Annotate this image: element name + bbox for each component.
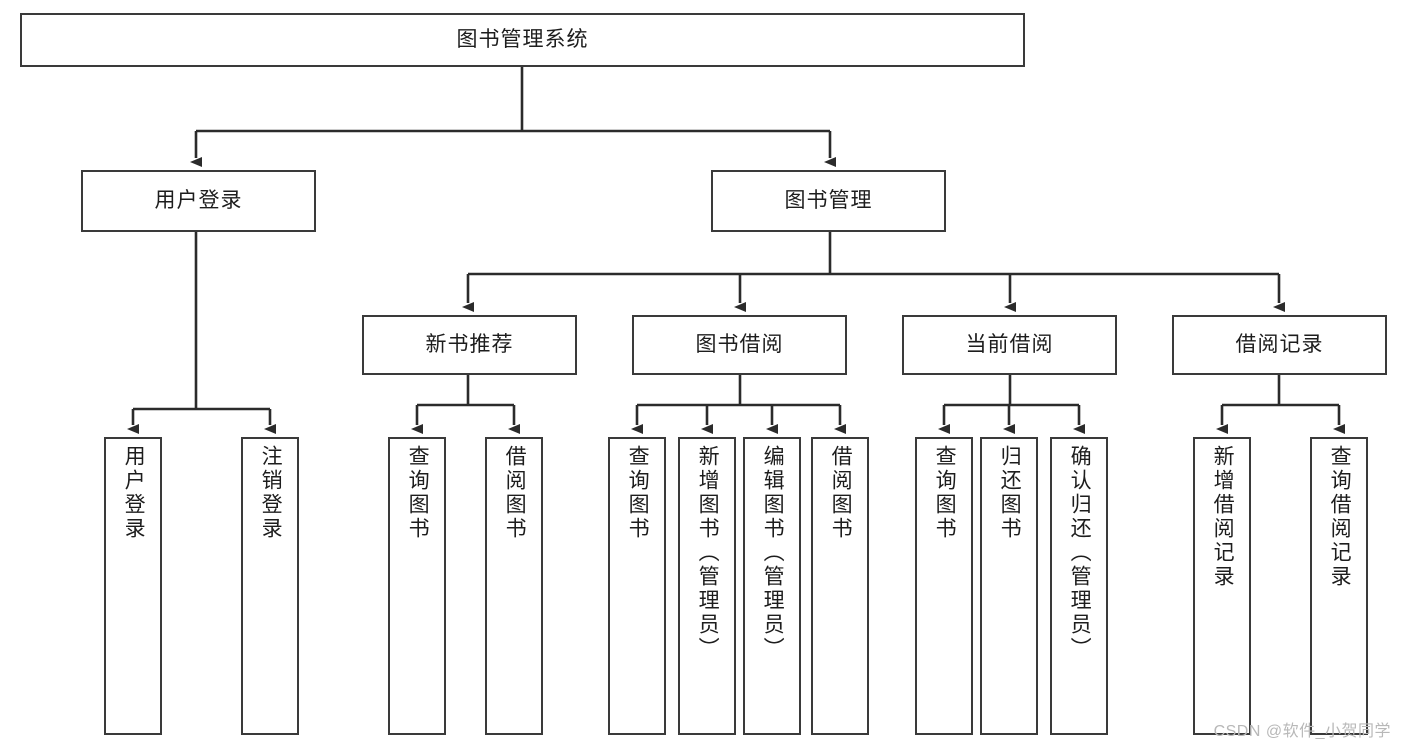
node-user-login-label: 用户登录 bbox=[154, 189, 243, 213]
node-book-borrow[interactable]: 图书借阅 bbox=[632, 315, 847, 375]
node-leaf-logout[interactable]: 注销登录 bbox=[241, 437, 299, 735]
node-leaf-query-book-3[interactable]: 查询图书 bbox=[915, 437, 973, 735]
node-leaf-query-book-2[interactable]: 查询图书 bbox=[608, 437, 666, 735]
node-current-borrow[interactable]: 当前借阅 bbox=[902, 315, 1117, 375]
node-leaf-user-login[interactable]: 用户登录 bbox=[104, 437, 162, 735]
node-leaf-borrow-book-2-label: 借阅图书 bbox=[829, 445, 853, 541]
node-user-login[interactable]: 用户登录 bbox=[81, 170, 316, 232]
node-leaf-query-record-label: 查询借阅记录 bbox=[1328, 445, 1352, 589]
node-book-management-label: 图书管理 bbox=[784, 189, 873, 213]
node-leaf-borrow-book-1-label: 借阅图书 bbox=[503, 445, 527, 541]
node-leaf-edit-book[interactable]: 编辑图书（管理员） bbox=[743, 437, 801, 735]
node-leaf-logout-label: 注销登录 bbox=[259, 445, 283, 541]
watermark: CSDN @软件_小贺同学 bbox=[1213, 723, 1391, 740]
node-book-management[interactable]: 图书管理 bbox=[711, 170, 946, 232]
node-leaf-query-book-1-label: 查询图书 bbox=[406, 445, 430, 541]
node-leaf-edit-book-label: 编辑图书（管理员） bbox=[761, 445, 785, 661]
node-root[interactable]: 图书管理系统 bbox=[20, 13, 1025, 67]
node-leaf-query-record[interactable]: 查询借阅记录 bbox=[1310, 437, 1368, 735]
node-leaf-add-record-label: 新增借阅记录 bbox=[1211, 445, 1235, 589]
node-leaf-add-record[interactable]: 新增借阅记录 bbox=[1193, 437, 1251, 735]
node-leaf-confirm-return[interactable]: 确认归还（管理员） bbox=[1050, 437, 1108, 735]
node-leaf-user-login-label: 用户登录 bbox=[122, 445, 146, 541]
node-root-label: 图书管理系统 bbox=[456, 28, 589, 52]
node-leaf-return-book[interactable]: 归还图书 bbox=[980, 437, 1038, 735]
node-new-book-recommend-label: 新书推荐 bbox=[425, 333, 514, 357]
node-leaf-query-book-1[interactable]: 查询图书 bbox=[388, 437, 446, 735]
node-leaf-add-book-label: 新增图书（管理员） bbox=[696, 445, 720, 661]
node-current-borrow-label: 当前借阅 bbox=[965, 333, 1054, 357]
node-leaf-borrow-book-2[interactable]: 借阅图书 bbox=[811, 437, 869, 735]
node-leaf-query-book-2-label: 查询图书 bbox=[626, 445, 650, 541]
node-book-borrow-label: 图书借阅 bbox=[695, 333, 784, 357]
node-leaf-query-book-3-label: 查询图书 bbox=[933, 445, 957, 541]
node-borrow-record-label: 借阅记录 bbox=[1235, 333, 1324, 357]
node-leaf-confirm-return-label: 确认归还（管理员） bbox=[1068, 445, 1092, 661]
node-borrow-record[interactable]: 借阅记录 bbox=[1172, 315, 1387, 375]
node-leaf-return-book-label: 归还图书 bbox=[998, 445, 1022, 541]
node-new-book-recommend[interactable]: 新书推荐 bbox=[362, 315, 577, 375]
node-leaf-borrow-book-1[interactable]: 借阅图书 bbox=[485, 437, 543, 735]
node-leaf-add-book[interactable]: 新增图书（管理员） bbox=[678, 437, 736, 735]
